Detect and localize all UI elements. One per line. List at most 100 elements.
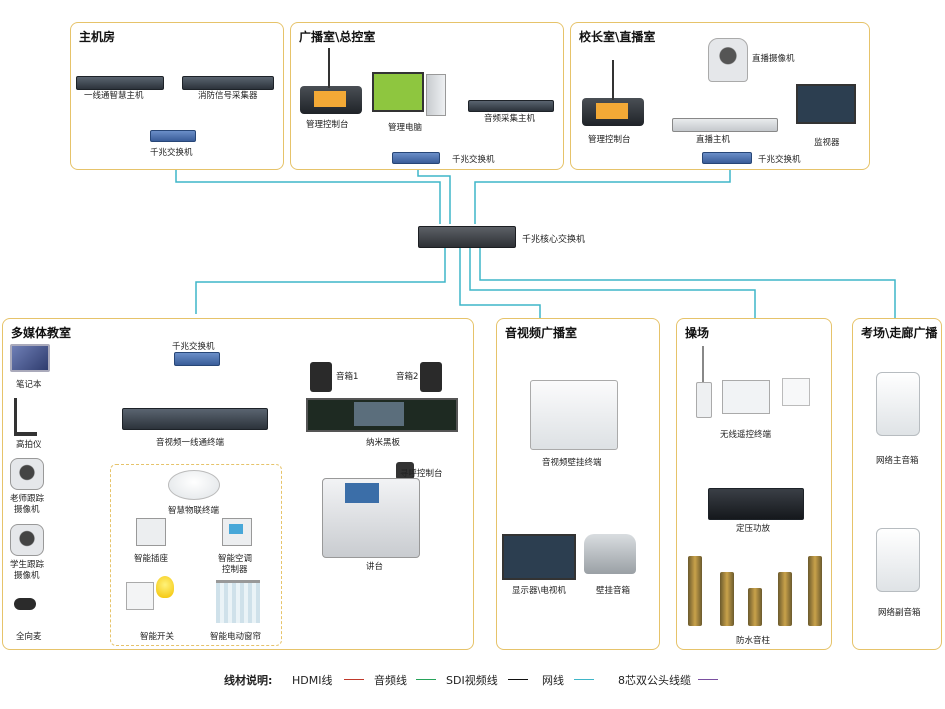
mgmt-pc-tower[interactable]: [426, 74, 446, 116]
nano-board-device[interactable]: [306, 398, 458, 432]
paging-console-device[interactable]: [396, 462, 414, 480]
smart-switch-device[interactable]: [126, 582, 154, 610]
fire-collector-device[interactable]: [182, 76, 274, 90]
audio-collector-device[interactable]: [468, 100, 554, 112]
principal-console-device[interactable]: [582, 98, 644, 126]
live-camera-label: 直播摄像机: [752, 54, 795, 64]
classroom-switch-device[interactable]: [174, 352, 220, 366]
display-tv-device[interactable]: [502, 534, 576, 580]
wall-terminal-label: 音视频壁挂终端: [542, 458, 602, 468]
exam-corridor-box: 考场\走廊广播: [852, 318, 942, 650]
display-tv-label: 显示器\电视机: [512, 586, 566, 596]
student-cam-label-2: 摄像机: [14, 571, 40, 581]
teacher-cam-label-2: 摄像机: [14, 505, 40, 515]
teacher-cam-label-1: 老师跟踪: [10, 494, 45, 504]
mgmt-pc-label: 管理电脑: [388, 123, 423, 133]
mgmt-console-device[interactable]: [300, 86, 362, 114]
iot-zone: [110, 464, 282, 646]
classroom-switch-label: 千兆交换机: [172, 342, 215, 352]
monitor-device[interactable]: [796, 84, 856, 124]
net-sub-speaker-device[interactable]: [876, 528, 920, 592]
legend-audio-label: 音频线: [374, 674, 407, 687]
net-main-speaker-label: 网络主音箱: [876, 456, 919, 466]
teacher-cam-device[interactable]: [10, 458, 44, 490]
monitor-label: 监视器: [814, 138, 840, 148]
live-host-device[interactable]: [672, 118, 778, 132]
omni-mic-device[interactable]: [14, 598, 36, 610]
smart-curtain-label: 智能电动窗帘: [210, 632, 262, 642]
student-cam-label-1: 学生跟踪: [10, 560, 45, 570]
ac-controller-label-1: 智能空调: [218, 554, 253, 564]
net-main-speaker-device[interactable]: [876, 372, 920, 436]
ac-controller-device[interactable]: [222, 518, 252, 546]
av-broadcast-box: 音视频广播室: [496, 318, 660, 650]
legend-hdmi-label: HDMI线: [292, 674, 333, 687]
broadcast-room-title: 广播室\总控室: [299, 30, 376, 44]
waterproof-column-1[interactable]: [688, 556, 702, 626]
mgmt-console-label: 管理控制台: [306, 120, 349, 130]
av-broadcast-title: 音视频广播室: [505, 326, 578, 340]
speaker2-device[interactable]: [420, 362, 442, 392]
waterproof-column-3[interactable]: [748, 588, 762, 626]
wall-speaker-device[interactable]: [584, 534, 636, 574]
wall-speaker-label: 壁挂音箱: [596, 586, 631, 596]
wireless-terminal-device[interactable]: [722, 380, 770, 414]
host-room-box: 主机房: [70, 22, 284, 170]
nano-board-label: 纳米黑板: [366, 438, 401, 448]
waterproof-column-label: 防水音柱: [736, 636, 771, 646]
waterproof-column-2[interactable]: [720, 572, 734, 626]
smart-switch-label: 智能开关: [140, 632, 175, 642]
av-terminal-device[interactable]: [122, 408, 268, 430]
core-switch-label: 千兆核心交换机: [522, 235, 586, 245]
wall-terminal-device[interactable]: [530, 380, 618, 450]
legend-audio-line: [416, 679, 436, 680]
doc-camera-label: 高拍仪: [16, 440, 42, 450]
podium-device[interactable]: [322, 478, 420, 558]
smart-socket-label: 智能插座: [134, 554, 169, 564]
fire-collector-label: 消防信号采集器: [198, 91, 258, 101]
iot-terminal-device[interactable]: [168, 470, 220, 500]
waterproof-column-4[interactable]: [778, 572, 792, 626]
smart-socket-device[interactable]: [136, 518, 166, 546]
podium-label: 讲台: [366, 562, 384, 572]
laptop-device[interactable]: [10, 344, 50, 372]
mgmt-console-mic: [328, 48, 330, 88]
speaker1-device[interactable]: [310, 362, 332, 392]
legend-8core-line: [698, 679, 718, 680]
wireless-terminal-label: 无线遥控终端: [720, 430, 772, 440]
gig-switch-principal-device[interactable]: [702, 152, 752, 164]
antenna-device: [702, 346, 704, 382]
network-lines: [175, 162, 896, 318]
waterproof-column-5[interactable]: [808, 556, 822, 626]
principal-room-title: 校长室\直播室: [579, 30, 656, 44]
legend-8core-label: 8芯双公头线缆: [618, 674, 691, 687]
student-cam-device[interactable]: [10, 524, 44, 556]
host-room-title: 主机房: [79, 30, 116, 44]
principal-console-mic: [612, 60, 614, 100]
power-amp-device[interactable]: [708, 488, 804, 520]
live-host-label: 直播主机: [696, 135, 731, 145]
remote-panel-device[interactable]: [782, 378, 810, 406]
gig-switch-host-label: 千兆交换机: [150, 148, 193, 158]
core-switch-device[interactable]: [418, 226, 516, 248]
gig-switch-broadcast-device[interactable]: [392, 152, 440, 164]
gig-switch-host-device[interactable]: [150, 130, 196, 142]
principal-console-label: 管理控制台: [588, 135, 631, 145]
legend-network-line: [574, 679, 594, 680]
paging-console-label: 寻呼控制台: [400, 469, 443, 479]
exam-corridor-title: 考场\走廊广播: [861, 326, 938, 340]
legend-network-label: 网线: [542, 674, 564, 687]
gig-switch-principal-label: 千兆交换机: [758, 155, 801, 165]
mgmt-pc-screen[interactable]: [372, 72, 424, 112]
doc-camera-device[interactable]: [14, 398, 37, 436]
omni-mic-label: 全向麦: [16, 632, 42, 642]
smart-host-device[interactable]: [76, 76, 164, 90]
net-sub-speaker-label: 网络副音箱: [878, 608, 921, 618]
legend-title: 线材说明:: [224, 674, 273, 687]
smart-curtain-device[interactable]: [216, 580, 260, 623]
remote-device[interactable]: [696, 382, 712, 418]
iot-terminal-label: 智慧物联终端: [168, 506, 220, 516]
ac-controller-label-2: 控制器: [222, 565, 248, 575]
live-camera-device[interactable]: [708, 38, 748, 82]
audio-collector-label: 音频采集主机: [484, 114, 536, 124]
